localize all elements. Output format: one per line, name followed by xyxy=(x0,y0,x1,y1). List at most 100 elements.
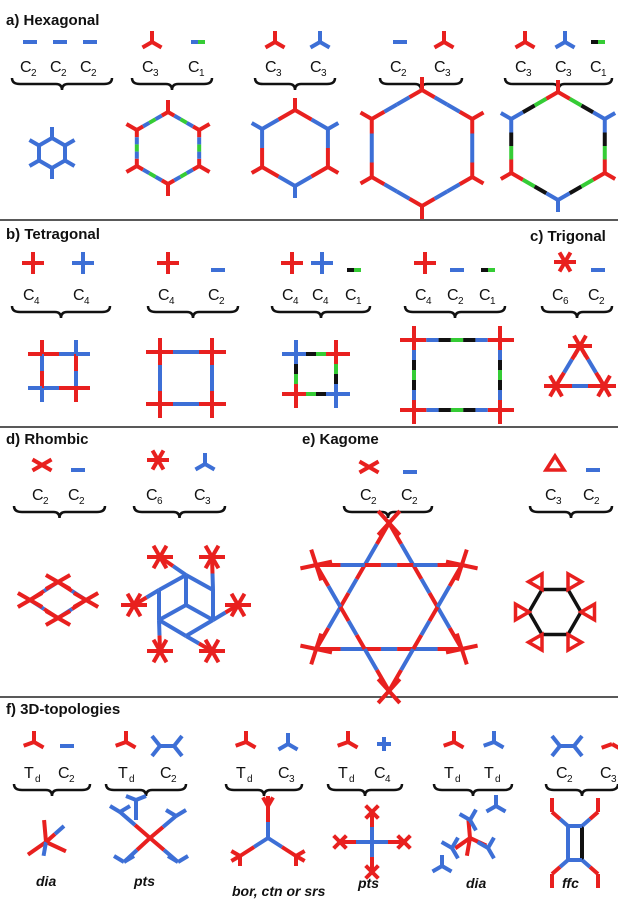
c2-linker-icon xyxy=(172,744,184,758)
c2-linker-icon xyxy=(572,734,584,748)
kagome-edge xyxy=(354,563,367,581)
symmetry-label: C xyxy=(146,487,158,504)
curly-brace xyxy=(270,305,372,319)
star-node xyxy=(210,555,221,570)
curly-brace xyxy=(12,783,92,797)
curly-brace xyxy=(528,505,614,519)
dia-node xyxy=(41,841,48,857)
hexagon-edge xyxy=(135,164,145,172)
star-node xyxy=(554,384,564,398)
hexagon-edge xyxy=(395,95,411,107)
hexagon-edge xyxy=(50,158,66,170)
symmetry-label-subscript: 2 xyxy=(412,496,418,507)
x-node xyxy=(44,573,60,584)
symmetry-label-subscript: d xyxy=(349,774,355,785)
c3-tripod-icon xyxy=(433,40,446,50)
spoke-edge xyxy=(171,564,188,577)
bor-edge xyxy=(280,845,298,858)
curly-brace xyxy=(104,783,188,797)
pts2-node xyxy=(402,840,412,850)
dia-node xyxy=(42,819,48,843)
kagome-edge xyxy=(354,633,367,651)
symmetry-label: C xyxy=(50,59,62,76)
topology-names: dia pts bor, ctn or srs pts dia ffc xyxy=(36,873,579,899)
symmetry-label-subscript: 4 xyxy=(169,296,175,307)
hexagon-edge xyxy=(173,175,182,183)
node-arm xyxy=(471,110,485,121)
triangle-node xyxy=(577,601,597,623)
dia2-blue-node xyxy=(458,812,472,822)
symmetry-label-subscript: 2 xyxy=(171,774,177,785)
kagome-edge xyxy=(411,563,424,581)
symmetry-label-subscript: d xyxy=(455,774,461,785)
symmetry-label-subscript: 1 xyxy=(601,68,607,79)
hexagon-edge xyxy=(568,184,583,195)
dia2-node xyxy=(464,837,472,857)
hexagon-edge xyxy=(510,110,524,121)
hexagon-edge xyxy=(580,178,595,189)
symmetry-label: C xyxy=(590,59,602,76)
topology-label-bor-ctn-srs: bor, ctn or srs xyxy=(232,883,326,899)
c3-tripod-icon xyxy=(514,40,526,50)
x-node xyxy=(16,591,32,602)
dia2-blue-node xyxy=(440,840,454,850)
x-node xyxy=(445,643,479,655)
x-node xyxy=(72,598,87,609)
curly-braces xyxy=(10,77,618,797)
inner-edge xyxy=(185,573,214,592)
symmetry-label: C xyxy=(73,287,85,304)
hexagon-edge xyxy=(592,171,606,182)
hexagon-edge xyxy=(566,588,583,613)
symmetry-label-subscript: 2 xyxy=(458,296,464,307)
hexagon-spoke xyxy=(28,158,41,168)
inner-edge xyxy=(158,573,187,592)
triangle-node xyxy=(524,570,544,593)
symmetry-label: C xyxy=(434,59,446,76)
td-tetrapod-icon xyxy=(452,740,465,750)
symmetry-label-subscript: 2 xyxy=(371,496,377,507)
dia-edge xyxy=(53,824,66,836)
symmetry-label: C xyxy=(208,287,220,304)
symmetry-label: C xyxy=(58,765,70,782)
topology-label-pts-1: pts xyxy=(133,873,155,889)
kagome-edge xyxy=(427,591,440,609)
td-tetrapod-icon xyxy=(124,740,137,750)
kagome-edge xyxy=(326,605,343,630)
hexagon-spoke xyxy=(63,138,76,148)
symmetry-label: C xyxy=(415,287,427,304)
node-arm xyxy=(250,121,264,131)
topology-label-ffc: ffc xyxy=(562,875,579,891)
symmetry-label: C xyxy=(278,765,290,782)
hexagon-edge xyxy=(293,174,313,188)
pts2-node xyxy=(370,870,380,880)
hexagon-edge xyxy=(408,197,423,208)
kagome-edge xyxy=(326,584,343,609)
node-arm xyxy=(603,111,617,121)
hexagon-edge xyxy=(545,90,559,101)
hexagon-edge xyxy=(433,95,449,107)
spoke-edge xyxy=(185,634,200,646)
curly-brace xyxy=(326,783,404,797)
node-arm xyxy=(499,111,513,121)
symmetry-label-subscript: 4 xyxy=(293,296,299,307)
hexagon-edge xyxy=(142,167,151,175)
spoke-edge xyxy=(210,573,215,591)
kagome-edge xyxy=(363,647,379,672)
symmetry-label-subscript: 4 xyxy=(34,296,40,307)
node-arm xyxy=(250,165,264,175)
topology-label-dia-2: dia xyxy=(466,875,486,891)
dia2-blue-node xyxy=(450,847,460,860)
dia2-blue-node xyxy=(485,804,498,814)
dia2-blue-node xyxy=(468,819,478,832)
symmetry-label: C xyxy=(583,487,595,504)
x-node xyxy=(72,591,87,602)
symmetry-label: C xyxy=(142,59,154,76)
symmetry-label-subscript: 2 xyxy=(69,774,75,785)
td-tetrapod-icon xyxy=(611,742,618,750)
symmetry-label: C xyxy=(360,487,372,504)
ffc-edge xyxy=(558,858,570,869)
inner-edge xyxy=(157,618,188,638)
symmetry-label: C xyxy=(23,287,35,304)
x-node xyxy=(376,509,402,537)
